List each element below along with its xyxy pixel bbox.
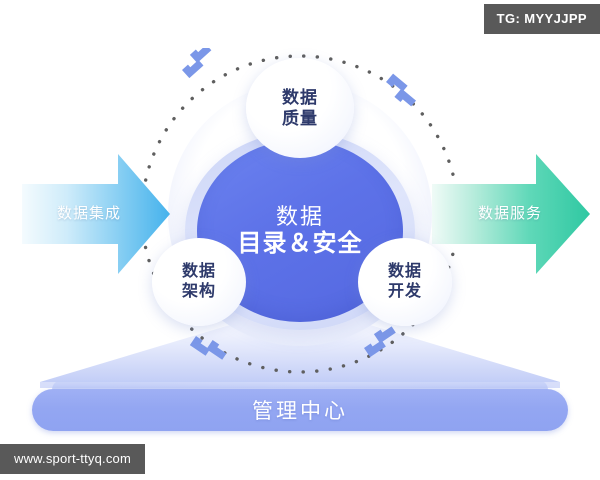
chevron-lower-right (364, 326, 396, 358)
bubble-data-development-line1: 数据 (387, 262, 422, 280)
bubble-data-quality-line2: 质量 (282, 109, 318, 128)
chevron-lower-left (189, 336, 227, 360)
input-flow-label: 数据集成 (57, 205, 122, 222)
bubble-data-architecture-line2: 架构 (181, 283, 216, 300)
core-title-line1: 数据 (275, 203, 324, 229)
bubble-data-quality[interactable]: 数据 质量 (246, 58, 354, 158)
foundation-bar[interactable]: 管理中心 (32, 389, 568, 431)
tg-watermark-tag: TG: MYYJJPP (483, 4, 600, 34)
bubble-data-architecture-line1: 数据 (181, 262, 216, 280)
bubble-data-development[interactable]: 数据 开发 (358, 238, 452, 326)
chevron-upper-right (386, 73, 417, 107)
chevron-upper-left (182, 48, 212, 79)
bubble-data-development-line2: 开发 (387, 283, 422, 300)
core-title-line2: 目录＆安全 (237, 229, 363, 257)
site-watermark-tag: www.sport-ttyq.com (0, 444, 146, 474)
bubble-data-architecture[interactable]: 数据 架构 (152, 238, 246, 326)
output-flow-label: 数据服务 (478, 205, 543, 222)
foundation-bar-label: 管理中心 (252, 400, 348, 423)
bubble-data-quality-line1: 数据 (282, 87, 318, 107)
